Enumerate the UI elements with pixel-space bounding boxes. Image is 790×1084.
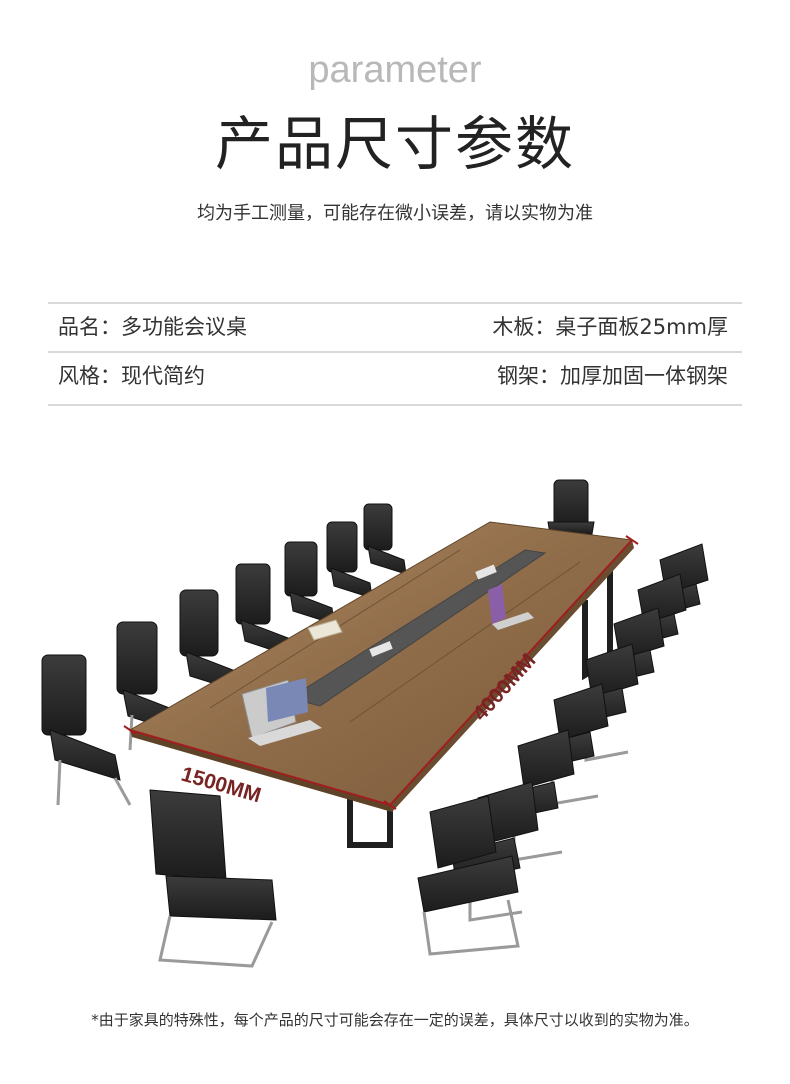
spec-table: 品名：多功能会议桌 木板：桌子面板25mm厚 风格：现代简约 钢架：加厚加固一体… [48, 302, 742, 406]
eyebrow-heading: parameter [308, 49, 482, 91]
laptop-icon [241, 678, 322, 746]
chair-icon [326, 521, 373, 599]
spec-board-thickness: 木板：桌子面板25mm厚 [492, 315, 728, 339]
page-subtitle: 均为手工测量，可能存在微小误差，请以实物为准 [197, 203, 593, 224]
book-icon [307, 619, 343, 641]
laptop-icon [488, 584, 534, 630]
dimension-lines [123, 535, 639, 810]
spec-row: 品名：多功能会议桌 木板：桌子面板25mm厚 [48, 304, 742, 353]
conference-table-illustration: 4000MM 1500MM [41, 479, 709, 968]
footnote: *由于家具的特殊性，每个产品的尺寸可能会存在一定的误差，具体尺寸以收到的实物为准… [91, 1011, 699, 1029]
spec-product-name: 品名：多功能会议桌 [58, 315, 247, 339]
chair-icon [284, 541, 335, 625]
chair-icon [363, 503, 407, 575]
chair-icon [417, 795, 520, 956]
spec-steel-frame: 钢架：加厚加固一体钢架 [497, 364, 728, 388]
chair-icon [41, 654, 132, 806]
chair-icon [149, 789, 277, 968]
page-title: 产品尺寸参数 [214, 110, 575, 178]
chair-icon [547, 479, 595, 535]
product-figure: 4000MM 1500MM [20, 460, 770, 990]
chairs-right-row [417, 543, 709, 956]
spec-row: 风格：现代简约 钢架：加厚加固一体钢架 [48, 353, 742, 402]
spec-style: 风格：现代简约 [58, 364, 205, 388]
